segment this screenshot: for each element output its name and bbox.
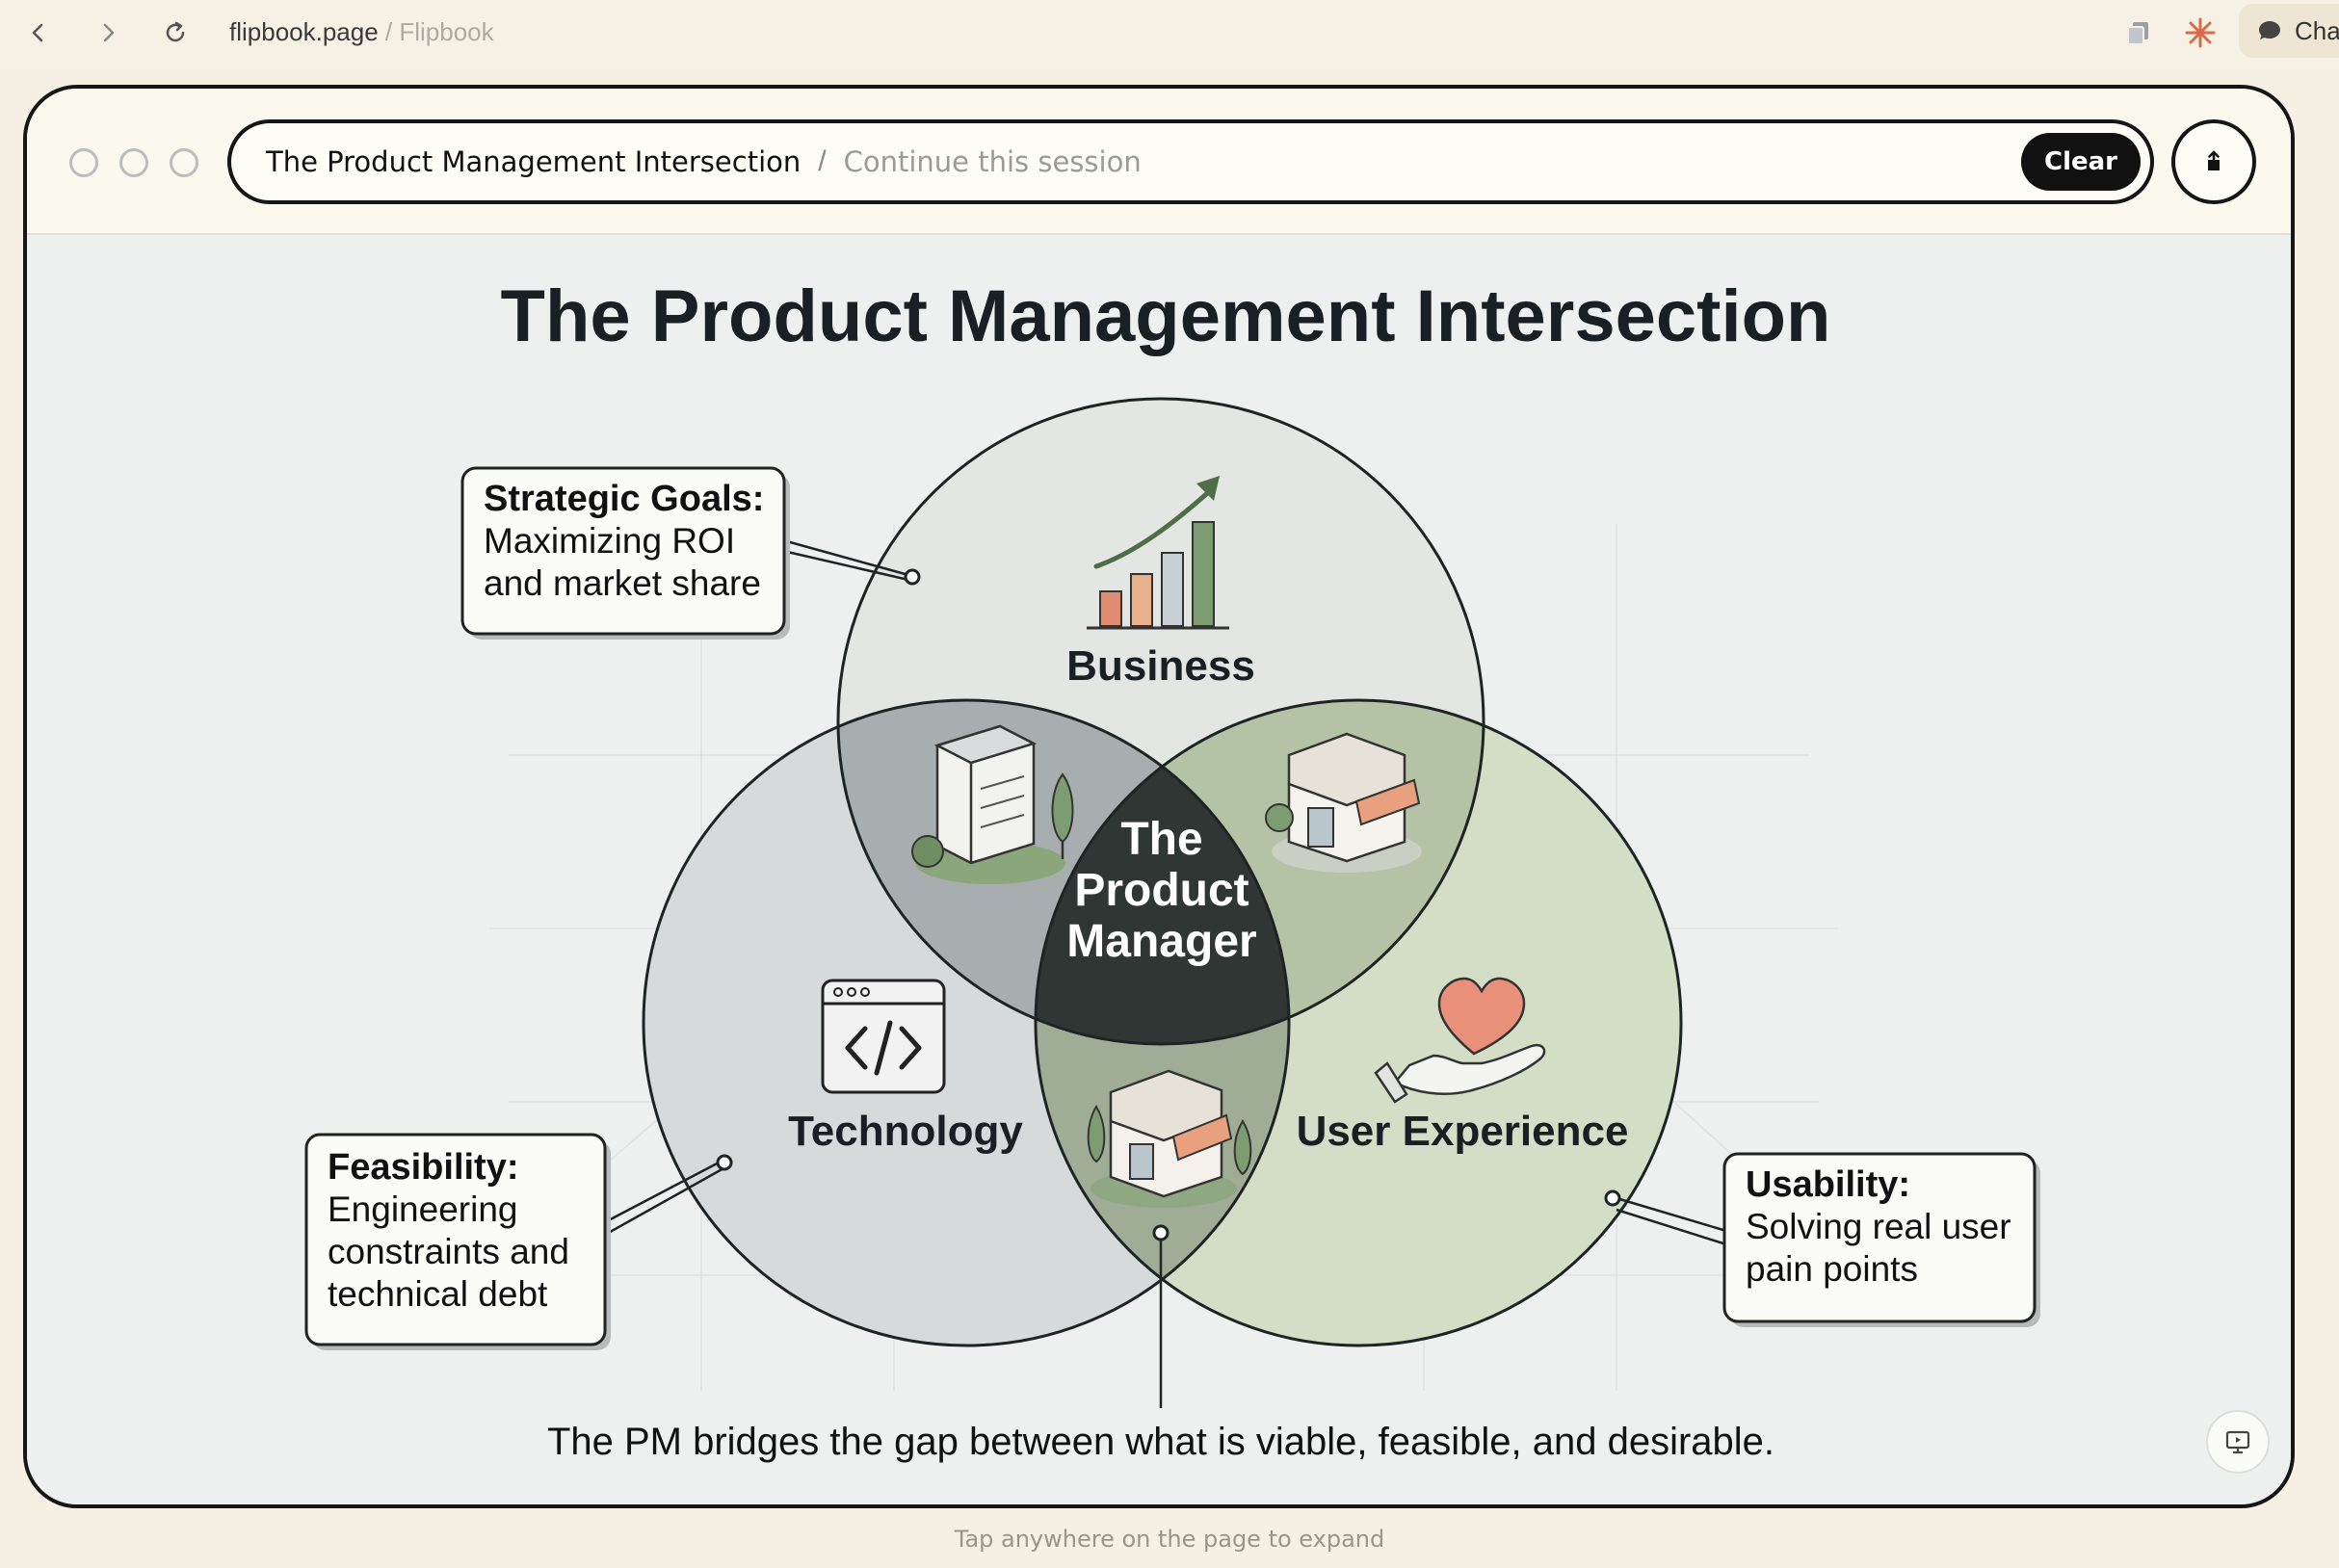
- feasibility-heading: Feasibility:: [328, 1147, 519, 1188]
- session-title: The Product Management Intersection: [266, 145, 802, 178]
- chat-label: Cha: [2295, 15, 2339, 45]
- share-button[interactable]: [2171, 119, 2256, 204]
- copy-icon: [2127, 22, 2148, 45]
- usability-line-2: pain points: [1746, 1249, 1918, 1289]
- strategic-line-2: and market share: [484, 563, 761, 603]
- back-button[interactable]: [19, 13, 58, 52]
- strategic-line-1: Maximizing ROI: [484, 521, 735, 561]
- presentation-icon: [2225, 1430, 2250, 1454]
- chevron-left-icon: [32, 23, 43, 42]
- connector-dots: [716, 568, 1621, 1241]
- session-input[interactable]: The Product Management Intersection / Co…: [227, 119, 2154, 204]
- code-window-icon: [821, 979, 946, 1094]
- business-label: Business: [1066, 642, 1255, 690]
- center-line-3: Manager: [1066, 916, 1256, 967]
- window-dot-close[interactable]: [69, 148, 98, 177]
- user-experience-label: User Experience: [1297, 1108, 1629, 1155]
- usability-line-1: Solving real user: [1746, 1207, 2011, 1246]
- circle-outlines: [642, 397, 1683, 1347]
- center-label: The Product Manager: [1066, 814, 1256, 967]
- assistant-button[interactable]: [2181, 13, 2220, 52]
- share-icon: [2208, 150, 2220, 170]
- diagram-caption: The PM bridges the gap between what is v…: [547, 1421, 1774, 1463]
- usability-callout: Usability: Solving real user pain points: [1722, 1152, 2040, 1327]
- office-building-icon: [911, 724, 1074, 884]
- sparkle-icon: [2185, 17, 2216, 48]
- growth-chart-icon: [1087, 476, 1229, 630]
- chat-bubble-icon: [2259, 21, 2280, 39]
- url-host: flipbook.page: [229, 17, 379, 46]
- reload-icon: [166, 21, 185, 42]
- expand-hint: Tap anywhere on the page to expand: [954, 1526, 1385, 1553]
- window-dot-minimize[interactable]: [119, 148, 148, 177]
- clear-button[interactable]: Clear: [2021, 133, 2141, 191]
- strategic-goals-callout: Strategic Goals: Maximizing ROI and mark…: [460, 466, 790, 640]
- flipbook-page[interactable]: The Product Management Intersection Busi…: [27, 233, 2291, 1504]
- feasibility-line-2: constraints and: [328, 1232, 569, 1271]
- center-overlap: [1036, 700, 1289, 1044]
- callout-connectors: [604, 538, 1727, 1408]
- storefront-icon: [1265, 732, 1422, 873]
- heart-hand-icon: [1374, 977, 1546, 1104]
- strategic-heading: Strategic Goals:: [484, 479, 764, 519]
- usability-heading: Usability:: [1746, 1164, 1910, 1205]
- center-line-1: The: [1120, 814, 1202, 865]
- url-page: Flipbook: [399, 17, 494, 46]
- window-dot-maximize[interactable]: [170, 148, 198, 177]
- venn-diagram: The Product Management Intersection Busi…: [304, 275, 2040, 1463]
- address-bar[interactable]: flipbook.page / Flipbook: [229, 14, 494, 49]
- diagram-title: The Product Management Intersection: [501, 275, 1831, 357]
- browser-toolbar: flipbook.page / Flipbook Cha: [0, 0, 2339, 64]
- center-line-2: Product: [1074, 865, 1248, 916]
- continue-session-placeholder[interactable]: Continue this session: [843, 145, 1142, 178]
- forward-button[interactable]: [89, 13, 127, 52]
- present-button[interactable]: [2206, 1410, 2270, 1474]
- chat-button[interactable]: Cha: [2239, 4, 2339, 58]
- extensions-button[interactable]: [2119, 13, 2158, 52]
- chevron-right-icon: [103, 23, 115, 42]
- shop-icon: [1087, 1069, 1252, 1208]
- app-window: The Product Management Intersection / Co…: [23, 85, 2295, 1508]
- feasibility-line-3: technical debt: [328, 1274, 548, 1314]
- technology-label: Technology: [788, 1108, 1023, 1155]
- reload-button[interactable]: [156, 13, 195, 52]
- feasibility-line-1: Engineering: [328, 1189, 517, 1229]
- session-toolbar: The Product Management Intersection / Co…: [27, 89, 2291, 233]
- feasibility-callout: Feasibility: Engineering constraints and…: [304, 1133, 611, 1350]
- url-separator: /: [378, 17, 400, 46]
- title-separator: /: [818, 145, 827, 177]
